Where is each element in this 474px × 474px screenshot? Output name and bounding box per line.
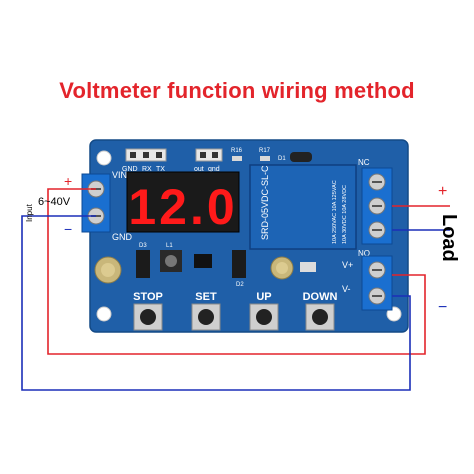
smd-components: R16 R17 D1 <box>231 148 312 162</box>
load-label: Load <box>438 214 460 262</box>
relay-terminal-block: NC NO <box>358 158 393 258</box>
pin-label-gnd: GND <box>122 166 138 173</box>
label-r17: R17 <box>259 148 271 154</box>
label-l1: L1 <box>166 243 173 249</box>
input-voltage-range: 6~40V <box>38 196 71 208</box>
button-row: STOP SET UP DOWN <box>133 291 338 331</box>
button-label-down: DOWN <box>303 291 338 303</box>
label-r16: R16 <box>231 148 243 154</box>
display-readout: 12.0 <box>128 179 237 235</box>
terminal-label-no: NO <box>358 249 370 258</box>
relay-spec-1: 10A 250VAC 10A 125VAC <box>332 180 338 244</box>
terminal-label-nc: NC <box>358 158 370 167</box>
seven-segment-display: 12.0 <box>126 171 240 235</box>
input-annotation: + − 6~40V Input <box>25 173 72 237</box>
pin-label-rx: RX <box>142 166 152 173</box>
pin-label-gnd2: gnd <box>208 166 220 173</box>
load-plus-sign: + <box>438 183 447 200</box>
terminal-label-v-plus: V+ <box>342 260 353 270</box>
input-minus-sign: − <box>64 221 72 237</box>
stop-button[interactable] <box>133 303 163 331</box>
load-minus-sign: − <box>438 299 447 316</box>
pcb-board <box>89 139 409 333</box>
voltage-terminal-block: V+ V- <box>342 255 393 311</box>
up-button[interactable] <box>249 303 279 331</box>
terminal-label-gnd: GND <box>112 232 133 242</box>
wire-input-negative <box>21 215 411 391</box>
pin-label-tx: TX <box>156 166 165 173</box>
button-label-stop: STOP <box>133 291 163 303</box>
load-annotation: + − Load <box>438 183 460 316</box>
input-plus-sign: + <box>64 173 72 189</box>
button-label-up: UP <box>256 291 271 303</box>
pin-label-out: out <box>194 166 204 173</box>
page-title: Voltmeter function wiring method <box>59 78 415 103</box>
set-button[interactable] <box>191 303 221 331</box>
label-d3: D3 <box>139 243 147 249</box>
header-pins: GND RX TX out gnd <box>122 148 223 173</box>
button-label-set: SET <box>195 291 217 303</box>
wire-input-positive <box>47 188 426 355</box>
relay-model: SRD-05VDC-SL-C <box>260 165 270 240</box>
label-d1: D1 <box>278 156 286 162</box>
relay-spec-2: 10A 30VDC 10A 28VDC <box>342 185 348 244</box>
input-label: Input <box>25 203 34 222</box>
down-button[interactable] <box>305 303 335 331</box>
terminal-label-v-minus: V- <box>342 284 351 294</box>
label-d2: D2 <box>236 282 244 288</box>
misc-components: D3 L1 D2 <box>94 243 316 288</box>
terminal-label-vin: VIN <box>112 170 127 180</box>
wiring <box>21 188 450 391</box>
relay: SRD-05VDC-SL-C 10A 250VAC 10A 125VAC 10A… <box>249 164 357 250</box>
